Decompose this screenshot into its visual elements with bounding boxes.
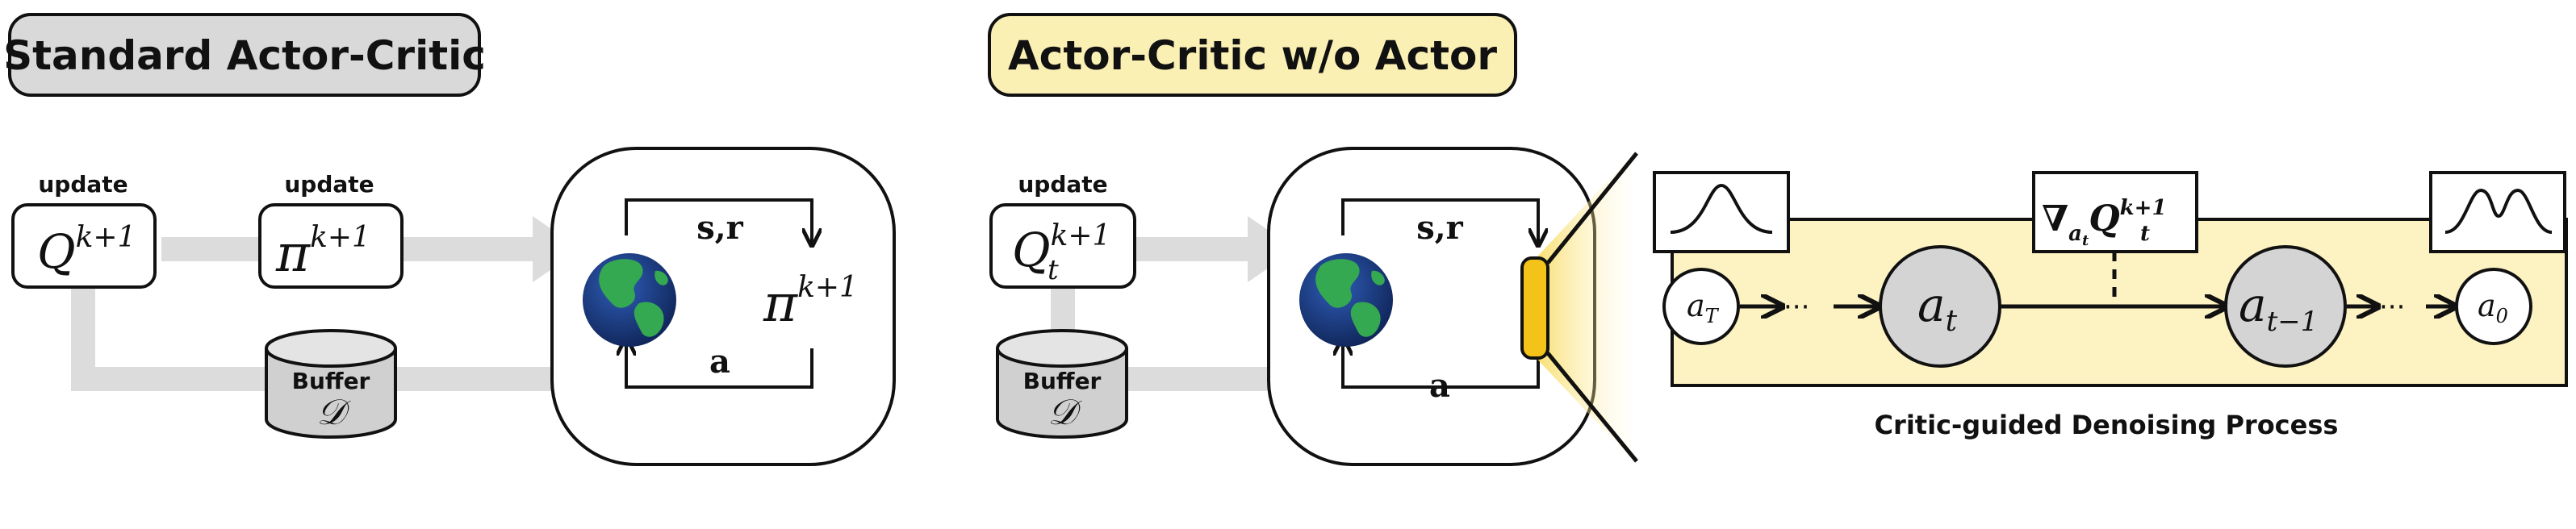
left-buffer-label: Buffer bbox=[292, 368, 370, 394]
right-env-loop-top bbox=[1341, 198, 1538, 244]
svg-text:at−1: at−1 bbox=[2239, 277, 2318, 338]
left-buffer-cylinder: Buffer 𝒟 bbox=[265, 329, 397, 439]
unimodal-curve-icon bbox=[1670, 183, 1773, 234]
projector-beam bbox=[1528, 150, 1637, 464]
left-pi-box bbox=[258, 203, 404, 289]
denoising-caption: Critic-guided Denoising Process bbox=[1875, 410, 2339, 440]
left-globe-icon bbox=[583, 253, 676, 347]
left-pi-symbol: πk+1 bbox=[275, 221, 370, 284]
node-aT: aT bbox=[1662, 268, 1740, 345]
speaker-icon bbox=[1520, 256, 1549, 360]
beam-edge-bottom bbox=[1546, 352, 1638, 463]
right-title-box bbox=[988, 13, 1517, 97]
target-distribution-box bbox=[2429, 171, 2566, 253]
left-q-update-label: update bbox=[38, 171, 128, 198]
right-q-update-label: update bbox=[1018, 171, 1107, 198]
left-env-loop-top bbox=[625, 198, 812, 244]
left-env-policy: πk+1 bbox=[763, 271, 858, 334]
right-q-symbol: Qk+1 bbox=[1012, 219, 1110, 277]
left-env-action: a bbox=[709, 343, 730, 381]
ellipsis-left: ··· bbox=[1784, 291, 1809, 323]
right-globe-icon bbox=[1299, 253, 1393, 347]
right-q-subscript: t bbox=[1048, 254, 1059, 286]
left-pi-update-label: update bbox=[284, 171, 374, 198]
prior-distribution-box bbox=[1653, 171, 1790, 253]
left-q-symbol: Qk+1 bbox=[37, 221, 136, 279]
bimodal-curve-icon bbox=[2444, 188, 2553, 234]
left-panel: Standard Actor-Critic update Qk+1 update… bbox=[3, 13, 896, 466]
right-title: Actor-Critic w/o Actor bbox=[1008, 32, 1497, 79]
denoising-panel: ∇atQk+1 t ··· ··· aT at at−1 a0 Critic-g… bbox=[1653, 171, 2568, 440]
right-connectors bbox=[1051, 216, 1296, 391]
beam-edge-top bbox=[1546, 152, 1638, 264]
right-buffer-label: Buffer bbox=[1023, 368, 1102, 394]
node-a0: a0 bbox=[2455, 268, 2532, 345]
svg-text:at: at bbox=[1917, 277, 1958, 338]
right-q-box bbox=[989, 203, 1136, 289]
svg-text:a0: a0 bbox=[2478, 288, 2508, 327]
svg-text:aT: aT bbox=[1687, 288, 1720, 327]
critic-gradient-q-sub: t bbox=[2140, 222, 2150, 246]
right-env-loop-bottom bbox=[1343, 340, 1540, 389]
right-panel: Actor-Critic w/o Actor update Qk+1 t Buf… bbox=[988, 13, 1638, 466]
node-at: at bbox=[1879, 245, 2001, 368]
right-buffer-cylinder: Buffer 𝒟 bbox=[996, 329, 1128, 439]
right-env-state-reward: s,r bbox=[1416, 209, 1463, 247]
left-env-state-reward: s,r bbox=[696, 209, 743, 247]
ellipsis-right: ··· bbox=[2379, 291, 2405, 323]
left-title: Standard Actor-Critic bbox=[3, 32, 486, 79]
left-q-box bbox=[11, 203, 157, 289]
node-at1: at−1 bbox=[2224, 245, 2347, 368]
left-env-loop-bottom bbox=[626, 340, 813, 389]
left-title-box bbox=[8, 13, 481, 97]
right-env-action: a bbox=[1429, 367, 1450, 405]
left-connectors bbox=[71, 216, 581, 391]
critic-gradient-label: ∇atQk+1 bbox=[2042, 196, 2167, 249]
